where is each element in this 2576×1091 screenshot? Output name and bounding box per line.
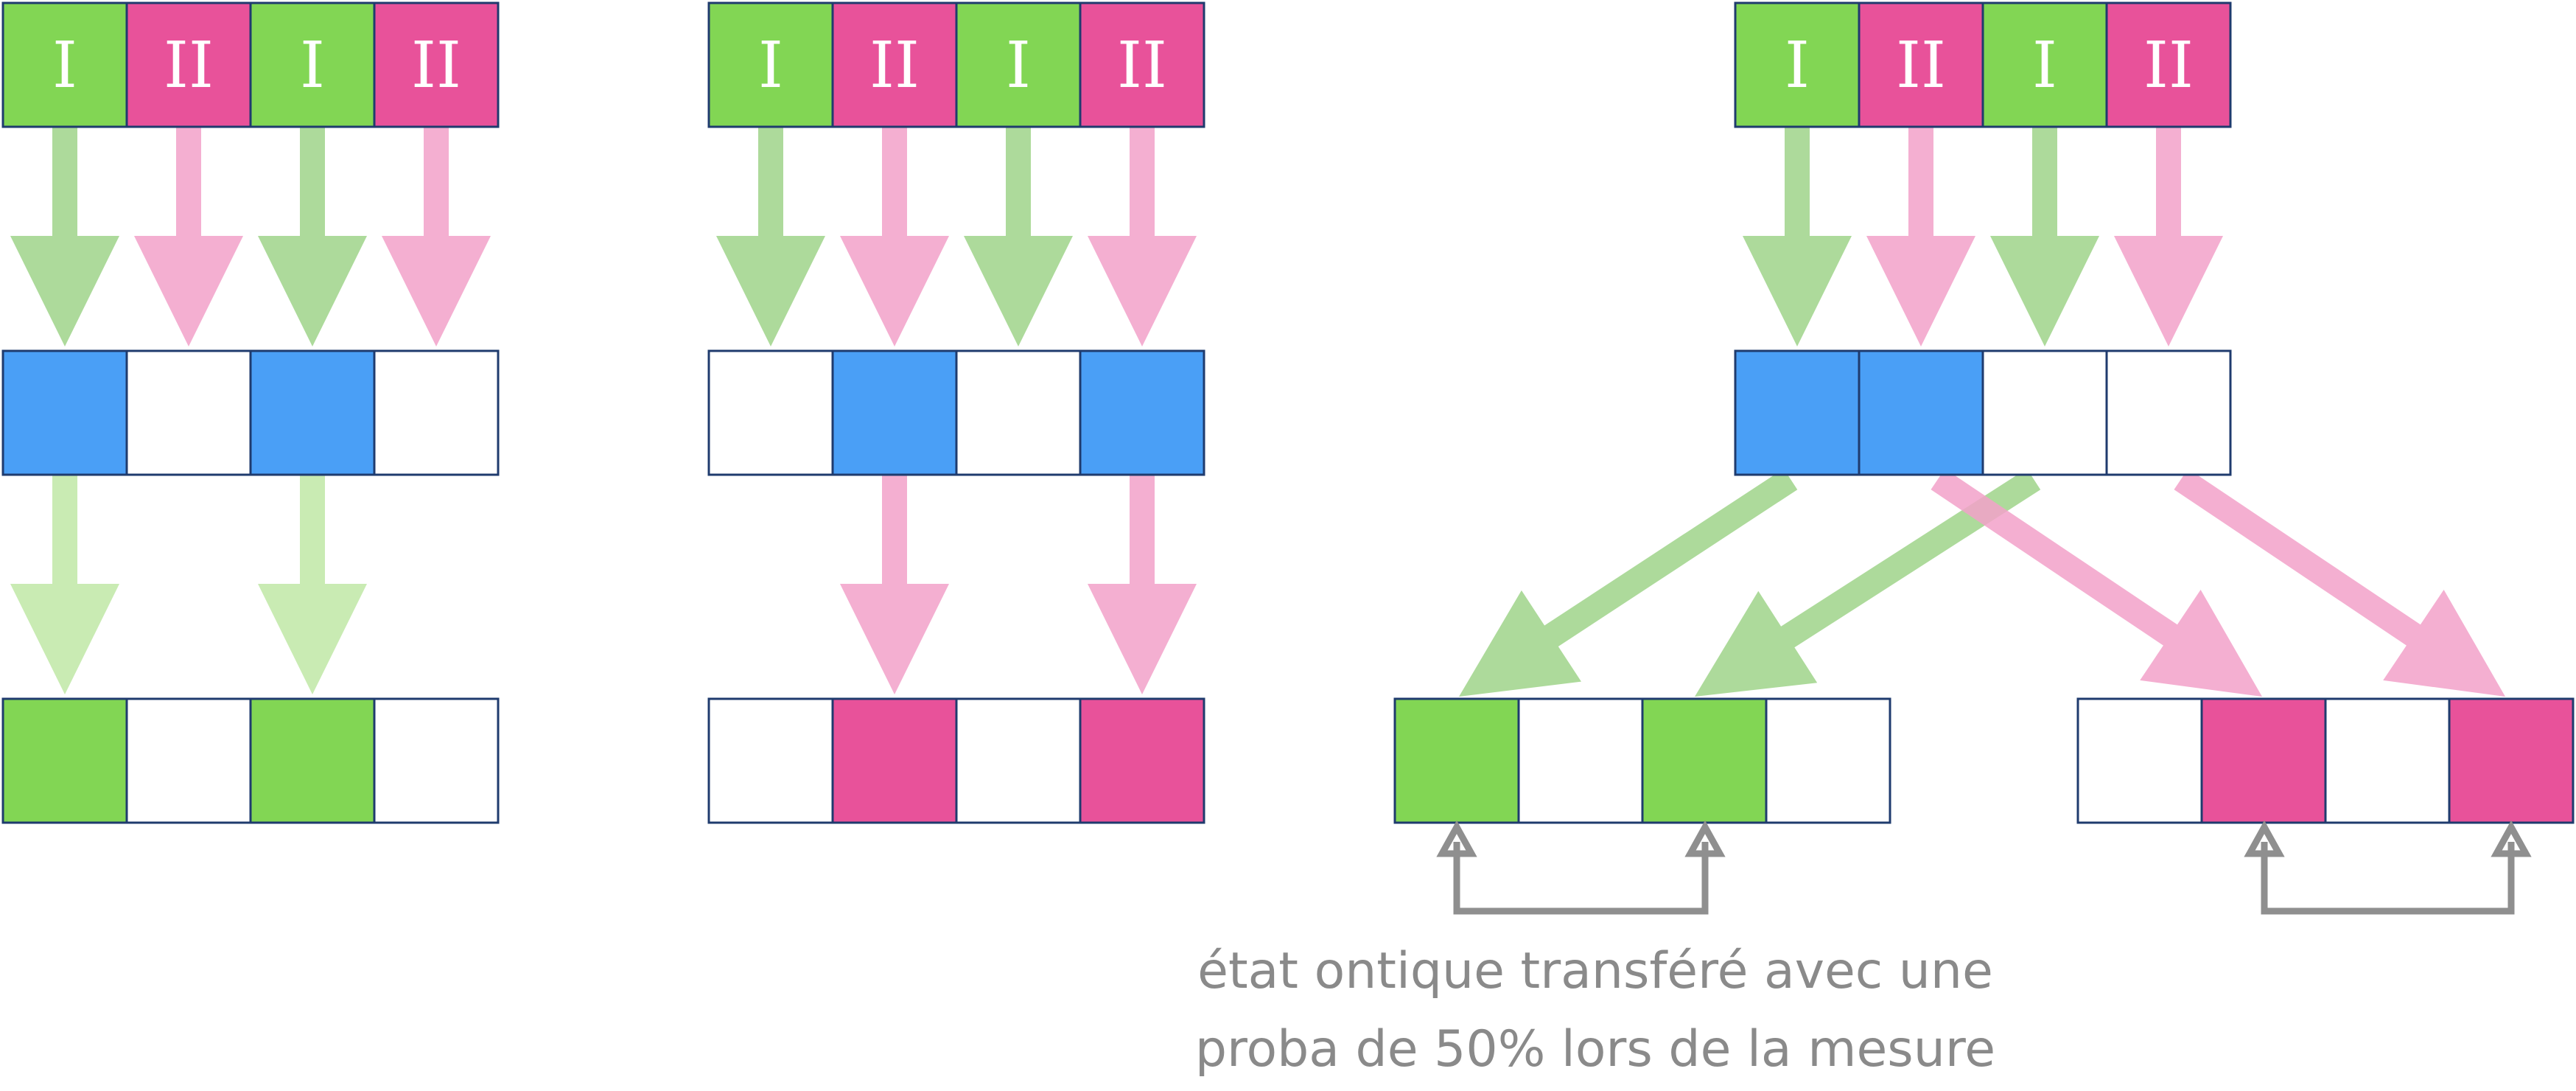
diagram-3-top-row-label-1: I xyxy=(1785,29,1810,102)
diagram-1-arrow-bottom-1 xyxy=(10,475,119,694)
diagram-3-arrow-diag-1 xyxy=(1459,468,1798,697)
diagram-1-middle-row xyxy=(1,349,500,476)
diagram-3-top-row-label-2: II xyxy=(1896,29,1946,102)
diagram-1-bottom-row-cell-1 xyxy=(1,697,128,824)
diagram-2-bottom-row-cell-3 xyxy=(955,697,1082,824)
diagram-1-arrow-top-1 xyxy=(10,127,119,346)
diagram-1-bottom-row-cell-2 xyxy=(125,697,252,824)
diagram-2-bottom-row-cell-4 xyxy=(1079,697,1205,824)
diagram-3-bottom-left-row-cell-4 xyxy=(1765,697,1891,824)
diagram-3-bottom-right-row-cell-3 xyxy=(2324,697,2451,824)
diagram-3-bottom-left-row-cell-3 xyxy=(1641,697,1768,824)
diagram-2-middle-row-cell-2 xyxy=(831,349,958,476)
diagram-2-arrow-top-3 xyxy=(964,127,1073,346)
diagram-3-arrow-top-4 xyxy=(2114,127,2223,346)
diagram-2-middle-row-cell-1 xyxy=(707,349,834,476)
diagram-2-top-row-label-2: II xyxy=(869,29,920,102)
diagram-3-arrow-top-1 xyxy=(1743,127,1852,346)
diagram-3-middle-row xyxy=(1734,349,2232,476)
diagram-3-bottom-right-row-cell-4 xyxy=(2448,697,2575,824)
diagram-1-bottom-row xyxy=(1,697,500,824)
diagram-2-bottom-row-cell-2 xyxy=(831,697,958,824)
diagram-2-arrow-top-4 xyxy=(1088,127,1197,346)
diagram-1-middle-row-cell-1 xyxy=(1,349,128,476)
diagram-1-middle-row-cell-2 xyxy=(125,349,252,476)
diagram-2-top-row-label-1: I xyxy=(758,29,783,102)
caption-line-1: état ontique transféré avec une xyxy=(1197,942,1993,1000)
diagram-1-middle-row-cell-4 xyxy=(373,349,500,476)
diagram-3-arrow-diag-4 xyxy=(2174,468,2505,697)
diagram-1-top-row-label-3: I xyxy=(300,29,325,102)
diagram-1-top-row-cell-2 xyxy=(125,1,252,128)
diagram-2-top-row-label-4: II xyxy=(1117,29,1167,102)
bracket-right xyxy=(2244,820,2532,915)
diagram-1-arrow-top-2 xyxy=(134,127,243,346)
diagram-2-arrow-bottom-2 xyxy=(840,475,949,694)
diagram-3-arrow-diag-2 xyxy=(1695,468,2041,697)
diagram-2-top-row-label-3: I xyxy=(1006,29,1031,102)
diagram-3-top-row-label-4: II xyxy=(2143,29,2194,102)
diagram-3-top-row-cell-2 xyxy=(1858,1,1984,128)
diagram-2-top-row-cell-2 xyxy=(831,1,958,128)
diagram-3-bottom-right-row-cell-1 xyxy=(2076,697,2203,824)
diagram-1-arrow-bottom-3 xyxy=(258,475,367,694)
diagram-1-arrow-top-3 xyxy=(258,127,367,346)
diagram-3-arrow-top-2 xyxy=(1866,127,1975,346)
diagram-2-middle-row xyxy=(707,349,1205,476)
diagram-1-top-row-cell-1 xyxy=(1,1,128,128)
diagram-3-top-row-label-3: I xyxy=(2032,29,2057,102)
diagram-2-bottom-row xyxy=(707,697,1205,824)
diagram-2-arrow-top-1 xyxy=(716,127,825,346)
diagram-1-arrow-top-4 xyxy=(382,127,491,346)
diagram-1-top-row-cell-4 xyxy=(373,1,500,128)
diagram-1-middle-row-cell-3 xyxy=(249,349,376,476)
brackets-layer xyxy=(1436,820,2532,915)
diagram-2-top-row-cell-1 xyxy=(707,1,834,128)
diagram-1-bottom-row-cell-4 xyxy=(373,697,500,824)
diagram-3-bottom-left-row xyxy=(1393,697,1891,824)
bracket-left xyxy=(1436,820,1726,915)
diagram-1-top-row-label-2: II xyxy=(164,29,214,102)
caption-line-2: proba de 50% lors de la mesure xyxy=(1195,1020,1995,1078)
diagram-1-top-row-label-4: II xyxy=(411,29,461,102)
diagram-2-arrow-top-2 xyxy=(840,127,949,346)
diagram-3-arrow-top-3 xyxy=(1990,127,2099,346)
diagram-2-arrow-bottom-4 xyxy=(1088,475,1197,694)
diagram-1-bottom-row-cell-3 xyxy=(249,697,376,824)
diagram-3-middle-row-cell-3 xyxy=(1981,349,2108,476)
arrows-layer xyxy=(10,127,2505,697)
diagram-3-bottom-left-row-cell-1 xyxy=(1393,697,1520,824)
diagram-3-middle-row-cell-2 xyxy=(1858,349,1984,476)
diagram-3-bottom-right-row-cell-2 xyxy=(2200,697,2327,824)
diagram-3-middle-row-cell-4 xyxy=(2105,349,2232,476)
diagram-2-middle-row-cell-3 xyxy=(955,349,1082,476)
diagram-2-top-row-cell-4 xyxy=(1079,1,1205,128)
diagram-3-bottom-right-row xyxy=(2076,697,2575,824)
diagram-3-bottom-left-row-cell-2 xyxy=(1517,697,1644,824)
diagram-3-arrow-diag-3 xyxy=(1931,468,2262,697)
diagram-2-middle-row-cell-4 xyxy=(1079,349,1205,476)
diagram-3-middle-row-cell-1 xyxy=(1734,349,1861,476)
diagram-2-bottom-row-cell-1 xyxy=(707,697,834,824)
diagram-1-top-row-label-1: I xyxy=(52,29,77,102)
diagram-3-top-row-cell-4 xyxy=(2105,1,2232,128)
